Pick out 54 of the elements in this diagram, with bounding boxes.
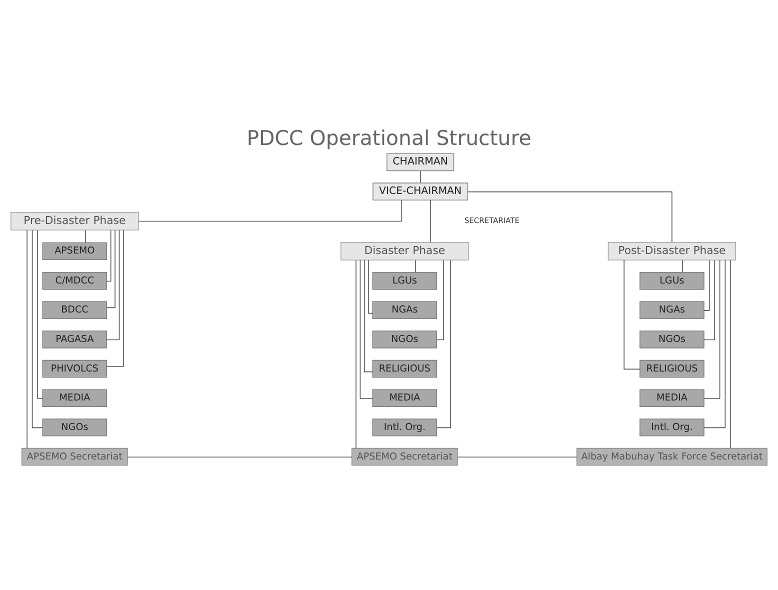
node-box: MEDIA (640, 388, 704, 406)
connector (106, 229, 112, 282)
node-box: MEDIA (372, 388, 438, 406)
connector (624, 259, 640, 369)
node-box: Disaster Phase (340, 241, 469, 260)
node-box: APSEMO Secretariat (352, 447, 458, 466)
node-box: APSEMO Secretariat (22, 447, 128, 466)
connector (468, 191, 672, 242)
connector (430, 199, 431, 242)
connector (415, 259, 416, 272)
diagram-title: PDCC Operational Structure (246, 125, 532, 150)
connector (730, 259, 731, 448)
node-box: NGOs (372, 330, 438, 348)
connector (368, 259, 373, 314)
node-box: Intl. Org. (640, 418, 704, 436)
connector (682, 259, 683, 272)
node-box: RELIGIOUS (640, 359, 704, 378)
node-box: NGOs (640, 330, 704, 348)
node-box: C/MDCC (42, 271, 108, 290)
connector (704, 259, 710, 310)
connector (420, 170, 421, 183)
node-box: NGAs (372, 300, 438, 319)
connector (704, 260, 715, 340)
node-box: PHIVOLCS (42, 359, 108, 378)
node-box: PAGASA (42, 330, 108, 348)
node-box: MEDIA (42, 388, 108, 406)
node-box: Albay Mabuhay Task Force Secretariat (576, 447, 768, 466)
connector (138, 199, 402, 222)
node-box: Intl. Org. (372, 418, 438, 436)
connector (32, 229, 43, 428)
connector (360, 259, 373, 398)
connector (127, 456, 352, 457)
connector (704, 259, 720, 398)
node-box: VICE-CHAIRMAN (372, 182, 468, 200)
node-box: LGUs (640, 271, 704, 290)
connector (106, 229, 120, 340)
node-box: Post-Disaster Phase (608, 241, 736, 260)
node-box: APSEMO (42, 242, 108, 260)
node-box: Pre-Disaster Phase (10, 211, 139, 230)
node-box: NGOs (42, 418, 108, 436)
connector (436, 260, 444, 340)
connector (85, 230, 86, 242)
connector (704, 259, 726, 428)
connector (106, 229, 124, 366)
node-box: RELIGIOUS (372, 359, 438, 378)
node-box: NGAs (640, 300, 704, 319)
connector (26, 229, 28, 448)
node-box: CHAIRMAN (386, 152, 454, 171)
connector (364, 259, 373, 372)
node-box: LGUs (372, 271, 438, 290)
connector (457, 456, 578, 457)
connector (37, 229, 43, 398)
connector (106, 229, 116, 308)
node-box: BDCC (42, 300, 108, 319)
